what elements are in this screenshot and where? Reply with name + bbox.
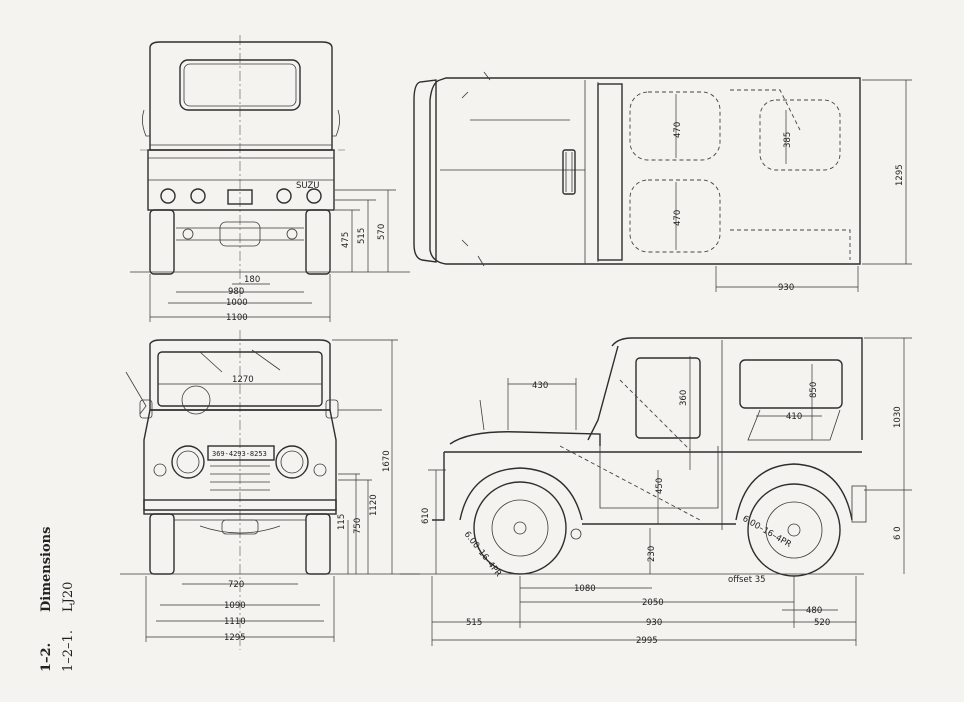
side-view: 430 360 850 410 1030 6 0 610 450 230 6.0… (400, 337, 912, 646)
model-name: LJ20 (61, 582, 76, 612)
rear-width-980: 980 (228, 287, 244, 297)
front-height-1120: 1120 (369, 494, 379, 516)
side-height-660: 6 0 (893, 526, 903, 540)
rear-seat-width-470: 470 (673, 210, 683, 226)
top-length-930: 930 (778, 283, 794, 293)
side-dim-520: 520 (814, 618, 830, 628)
side-dim-1080: 1080 (574, 584, 596, 594)
side-dim-410: 410 (786, 412, 802, 422)
side-dim-2050: 2050 (642, 598, 664, 608)
rear-width-1100: 1100 (226, 313, 248, 323)
seat-back-385: 385 (783, 132, 793, 148)
side-dim-430: 430 (532, 381, 548, 391)
section-caption: 1–2. Dimensions 1–2–1. LJ20 (39, 527, 76, 672)
grille-plate-text: 369-4293-8253 (212, 450, 267, 458)
rear-width-1000: 1000 (226, 298, 248, 308)
section-number: 1–2. (39, 643, 54, 672)
rear-width-180: 180 (244, 275, 260, 285)
front-width-1110: 1110 (224, 617, 246, 627)
front-width-1270: 1270 (232, 375, 254, 385)
front-height-115: 115 (337, 514, 347, 530)
rear-height-475: 475 (341, 232, 351, 248)
subsection-number: 1–2–1. (61, 630, 76, 672)
side-dim-515: 515 (466, 618, 482, 628)
section-title: Dimensions (39, 527, 54, 612)
side-dim-850: 850 (809, 382, 819, 398)
front-tire-label: 6.00–16–4PR (462, 530, 504, 579)
side-dim-230: 230 (647, 546, 657, 562)
side-dim-2995: 2995 (636, 636, 658, 646)
side-dim-480: 480 (806, 606, 822, 616)
rear-height-570: 570 (377, 224, 387, 240)
front-width-1295: 1295 (224, 633, 246, 643)
side-dim-930: 930 (646, 618, 662, 628)
top-width-1295: 1295 (895, 164, 905, 186)
front-seat-width-470: 470 (673, 122, 683, 138)
front-width-720: 720 (228, 580, 244, 590)
rear-height-515: 515 (357, 228, 367, 244)
side-dim-360: 360 (679, 390, 689, 406)
front-width-1090: 1090 (224, 601, 246, 611)
front-height-750: 750 (353, 518, 363, 534)
side-height-610: 610 (421, 508, 431, 524)
rear-view: SUZU 475 515 570 180 980 1000 1100 (130, 35, 410, 323)
top-view: 470 470 385 1295 930 (413, 71, 912, 293)
side-height-1030: 1030 (893, 406, 903, 428)
front-height-1670: 1670 (382, 450, 392, 472)
side-dim-450: 450 (655, 478, 665, 494)
offset-label: offset 35 (728, 575, 766, 585)
front-view: 1270 369-4293-8253 115 (120, 330, 420, 650)
rear-badge: SUZU (296, 181, 320, 191)
